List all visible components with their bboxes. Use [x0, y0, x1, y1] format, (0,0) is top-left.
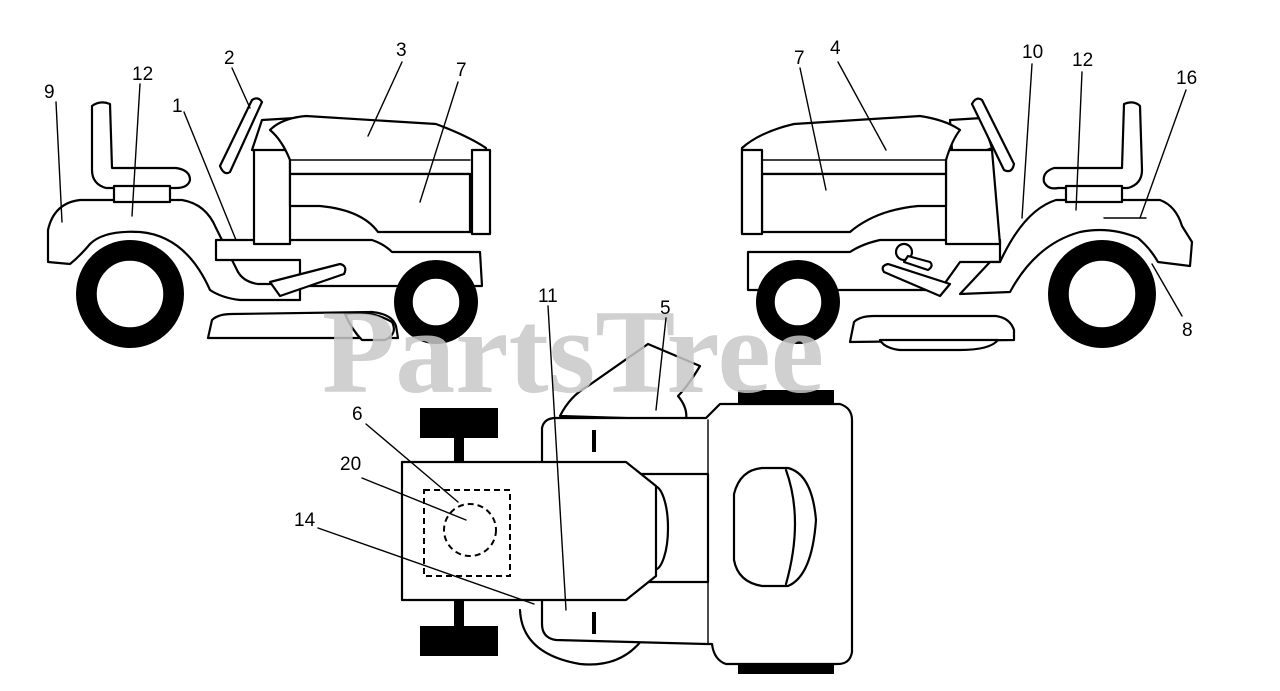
lever-right [902, 254, 933, 272]
front-wheel-left [394, 260, 478, 344]
callout-12-left: 12 [132, 64, 153, 85]
rear-fender-left [46, 198, 302, 302]
front-wheel-right [756, 260, 840, 344]
tractor-top-view [400, 342, 854, 674]
callout-6: 6 [352, 404, 363, 425]
tractor-left-side-view [46, 97, 492, 348]
grille-left [470, 148, 492, 236]
dash-left [252, 148, 292, 246]
seat-left [90, 101, 192, 190]
callout-7-right: 7 [794, 48, 805, 69]
callout-9: 9 [44, 82, 55, 103]
front-wheel-top-upper [420, 408, 498, 438]
hood-top [400, 460, 658, 602]
hood-side-left [288, 172, 472, 234]
leader-lines [55, 61, 1187, 611]
seat-back-curve [784, 468, 797, 586]
callout-3: 3 [396, 40, 407, 61]
seat-right [1042, 101, 1144, 190]
tractor-right-side-view [740, 97, 1194, 352]
steering-wheel-left [218, 97, 264, 175]
mark-upper [592, 430, 596, 452]
rear-wheel-left [76, 240, 184, 348]
axle-lower [454, 600, 464, 626]
front-wheel-top-lower [420, 626, 498, 656]
seat-base-left [112, 184, 172, 204]
callout-5: 5 [660, 298, 671, 319]
dash-right [944, 148, 1002, 246]
callout-14: 14 [294, 510, 316, 531]
callout-11: 11 [538, 286, 558, 307]
decal-20-area [443, 503, 497, 557]
mower-deck-right [848, 314, 1016, 344]
steering-wheel-right [970, 97, 1016, 173]
callout-1: 1 [172, 96, 183, 117]
callout-4: 4 [830, 38, 841, 59]
rear-fender-right [958, 198, 1194, 296]
callout-20: 20 [340, 454, 361, 475]
decal-6-area [423, 489, 511, 577]
rear-tire-top-upper [738, 390, 834, 404]
axle-upper [454, 438, 464, 462]
pedal-left [268, 262, 347, 298]
hood-side-right [760, 172, 948, 234]
grille-right [740, 148, 764, 236]
callout-numbers: 9 12 2 1 3 7 7 4 10 12 16 8 11 5 6 20 14 [44, 38, 1197, 531]
callout-2: 2 [224, 48, 235, 69]
seat-base-right [1064, 184, 1124, 204]
deck-bottom-arc [518, 608, 644, 666]
pedal-right [881, 262, 952, 298]
mark-lower [592, 612, 596, 634]
callout-7-left: 7 [456, 60, 467, 81]
discharge-chute-left [343, 311, 395, 342]
callout-16: 16 [1176, 68, 1197, 89]
bag-top [558, 342, 702, 422]
rear-wheel-right [1048, 240, 1156, 348]
rear-tire-top-lower [738, 664, 834, 674]
watermark: PartsTree [322, 285, 824, 418]
callout-8: 8 [1182, 320, 1193, 341]
callout-12-right: 12 [1072, 50, 1093, 71]
seat-top [732, 466, 818, 588]
deck-skirt-right [878, 338, 1000, 352]
callout-10: 10 [1022, 42, 1043, 63]
